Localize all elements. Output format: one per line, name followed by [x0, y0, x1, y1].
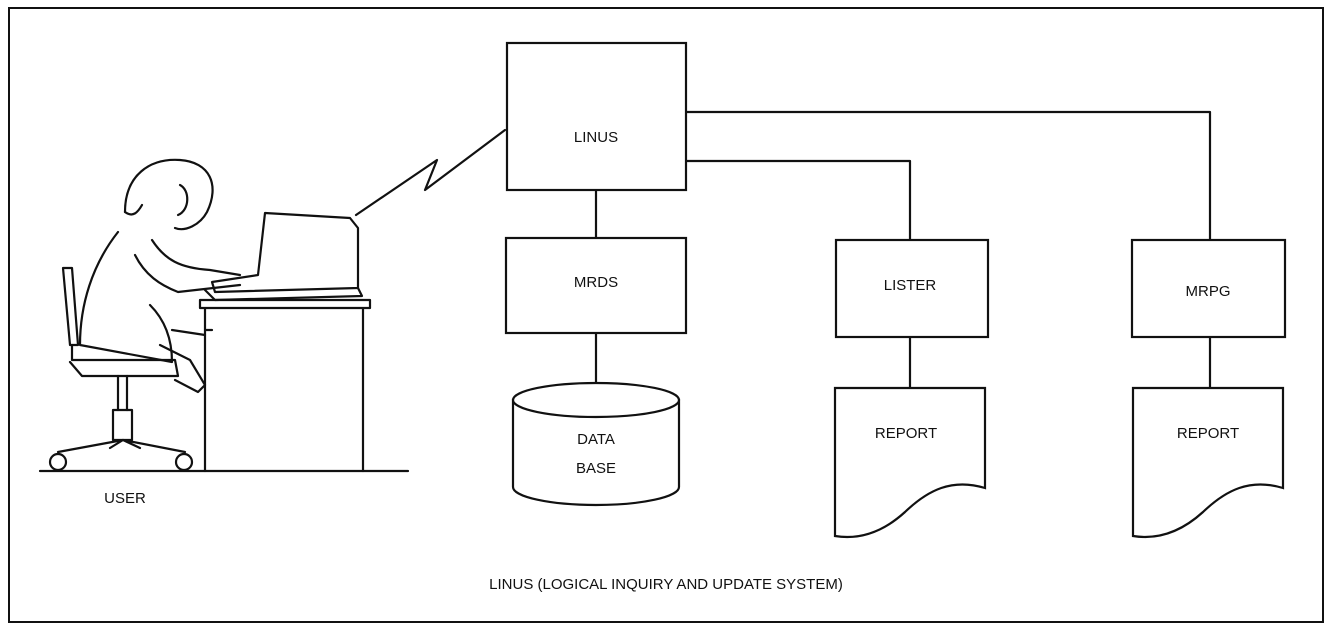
figure-frame: [8, 7, 1324, 623]
communication-link: [354, 128, 507, 217]
node-database-label-line1: DATA: [577, 431, 615, 448]
node-report-lister-label: REPORT: [875, 425, 937, 442]
node-database-label-line2: BASE: [576, 460, 616, 477]
node-mrds-label: MRDS: [574, 274, 618, 291]
node-linus: LINUS: [505, 41, 688, 192]
node-report-mrpg: REPORT: [1131, 386, 1285, 538]
node-mrpg-label: MRPG: [1186, 283, 1231, 300]
connector-linus-lister: [684, 159, 912, 242]
node-mrpg: MRPG: [1130, 238, 1287, 339]
node-lister: LISTER: [834, 238, 990, 339]
figure-caption: LINUS (LOGICAL INQUIRY AND UPDATE SYSTEM…: [489, 576, 843, 593]
connectors: [354, 110, 1212, 390]
desk: [198, 298, 372, 473]
user-illustration: [38, 158, 410, 473]
node-database: DATA BASE: [511, 381, 681, 507]
node-linus-label: LINUS: [574, 129, 618, 146]
node-report-lister: REPORT: [833, 386, 987, 538]
chair: [48, 266, 194, 472]
connector-linus-mrpg: [684, 110, 1212, 242]
node-lister-label: LISTER: [884, 277, 937, 294]
terminal: [203, 211, 364, 302]
user-label: USER: [104, 490, 146, 507]
node-report-mrpg-label: REPORT: [1177, 425, 1239, 442]
node-mrds: MRDS: [504, 236, 688, 335]
person: [78, 158, 242, 394]
